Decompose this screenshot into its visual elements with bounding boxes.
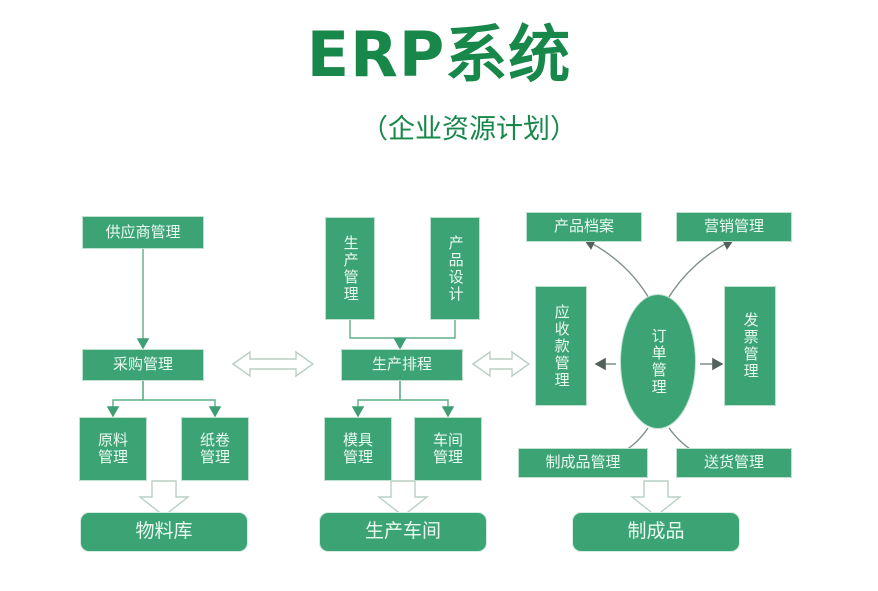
page-title: ERP系统: [306, 18, 572, 91]
node-production-mgmt[interactable]: 生产管理: [325, 217, 375, 320]
node-receivable-mgmt[interactable]: 应收款管理: [535, 286, 587, 406]
node-production-shop[interactable]: 生产车间: [319, 512, 487, 552]
node-invoice-mgmt[interactable]: 发票管理: [724, 286, 776, 406]
node-delivery-mgmt[interactable]: 送货管理: [676, 448, 792, 478]
node-product-design[interactable]: 产品设计: [430, 217, 480, 320]
node-material-store[interactable]: 物料库: [80, 512, 248, 552]
node-purchase-mgmt[interactable]: 采购管理: [82, 349, 204, 381]
page-subtitle: （企业资源计划）: [0, 116, 878, 143]
node-supplier-mgmt[interactable]: 供应商管理: [82, 216, 204, 249]
node-order-mgmt[interactable]: 订单管理: [620, 294, 696, 429]
node-marketing-mgmt[interactable]: 营销管理: [676, 212, 792, 242]
node-product-archive[interactable]: 产品档案: [526, 212, 642, 242]
node-mold-mgmt[interactable]: 模具 管理: [324, 417, 392, 481]
node-production-schedule[interactable]: 生产排程: [341, 349, 463, 381]
node-raw-material-mgmt[interactable]: 原料 管理: [79, 417, 147, 481]
node-workshop-mgmt[interactable]: 车间 管理: [414, 417, 482, 481]
page-subtitle-text: （企业资源计划）: [361, 114, 577, 145]
node-finished-goods-mgmt[interactable]: 制成品管理: [518, 448, 648, 478]
node-paper-roll-mgmt[interactable]: 纸卷 管理: [181, 417, 249, 481]
node-finished-goods[interactable]: 制成品: [572, 512, 740, 552]
